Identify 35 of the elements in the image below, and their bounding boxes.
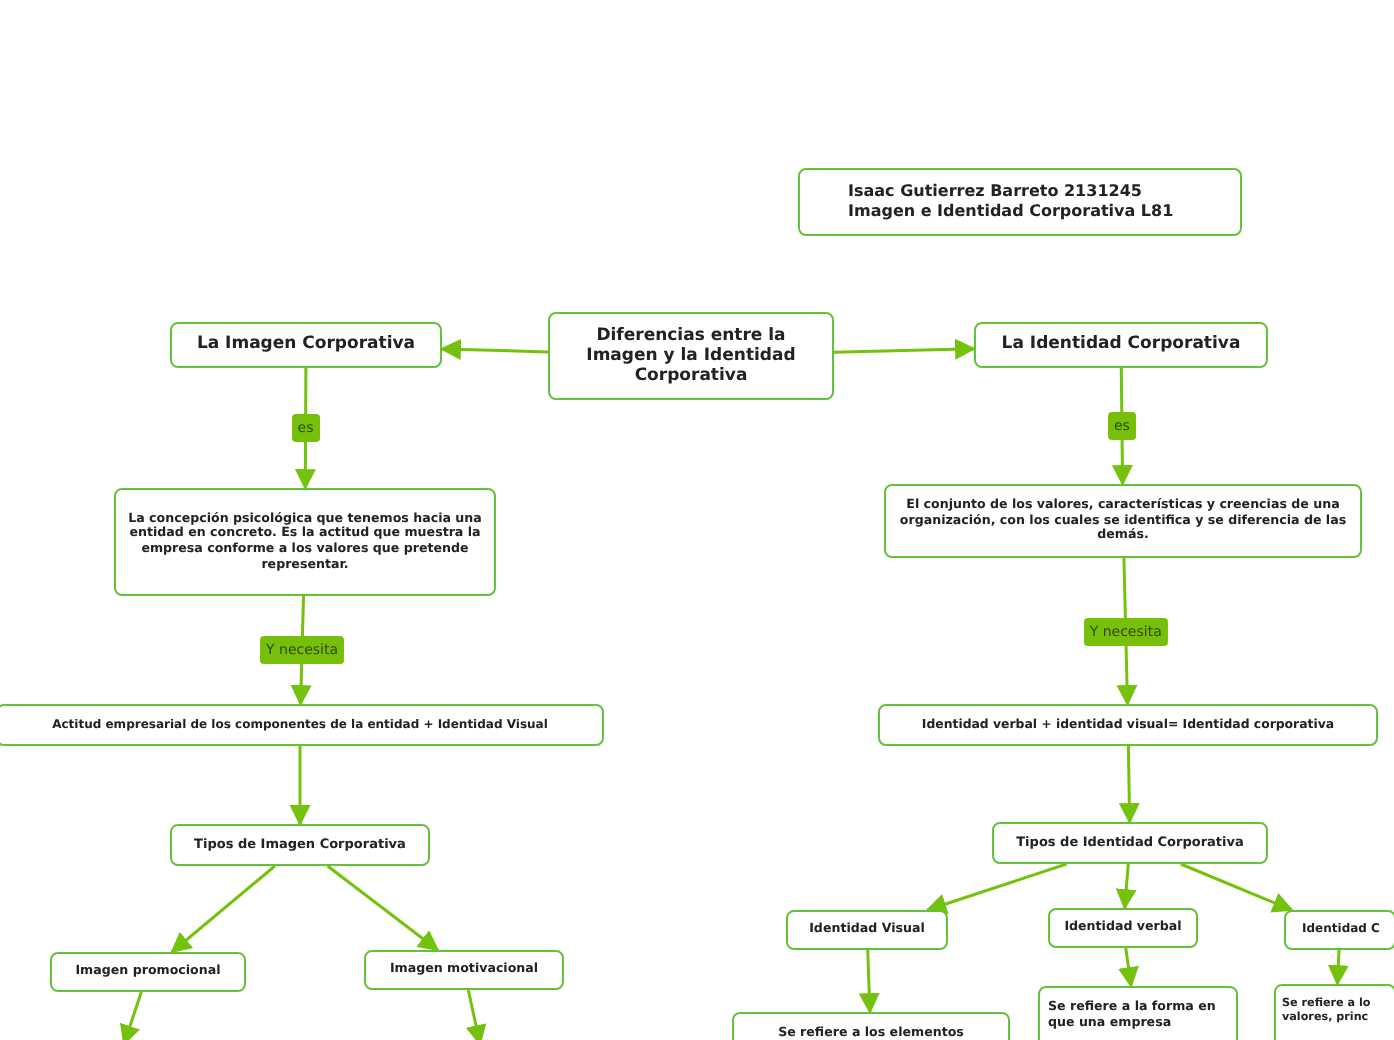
- node-text: Isaac Gutierrez Barreto 2131245 Imagen e Identidad Corporativa L81: [848, 182, 1176, 222]
- arrow: [1180, 862, 1294, 913]
- arrow: [289, 746, 311, 827]
- concept-box: [50, 952, 246, 992]
- arrow: [294, 368, 316, 491]
- arrow: [1327, 949, 1349, 987]
- node-text: Diferencias entre la Imagen y la Identidad Corporativa: [584, 325, 798, 387]
- concept-box: [884, 484, 1362, 558]
- concept-box: [974, 322, 1268, 368]
- node-text: La Identidad Corporativa: [1001, 334, 1241, 356]
- arrow: [833, 338, 977, 360]
- arrow: [465, 989, 487, 1040]
- concept-box: [1048, 908, 1198, 948]
- concept-box: [114, 488, 496, 596]
- concept-box: [0, 704, 604, 746]
- arrow: [120, 991, 143, 1040]
- concept-box: [878, 704, 1378, 746]
- arrow: [326, 864, 440, 952]
- concept-box: [364, 950, 564, 990]
- arrow: [170, 864, 276, 954]
- arrow: [925, 862, 1067, 915]
- node-text: La Imagen Corporativa: [196, 334, 416, 356]
- concept-box: [170, 824, 430, 866]
- concept-box: [1284, 910, 1394, 950]
- arrow: [1118, 947, 1139, 989]
- concept-box: [786, 910, 948, 950]
- arrow: [858, 949, 880, 1015]
- concept-box: [548, 312, 834, 400]
- arrow: [439, 338, 549, 360]
- arrow: [1118, 745, 1140, 825]
- concept-box: [170, 322, 442, 368]
- arrow: [1111, 367, 1133, 487]
- arrow: [1115, 863, 1137, 911]
- concept-box: [992, 822, 1268, 864]
- concept-box: [798, 168, 1242, 236]
